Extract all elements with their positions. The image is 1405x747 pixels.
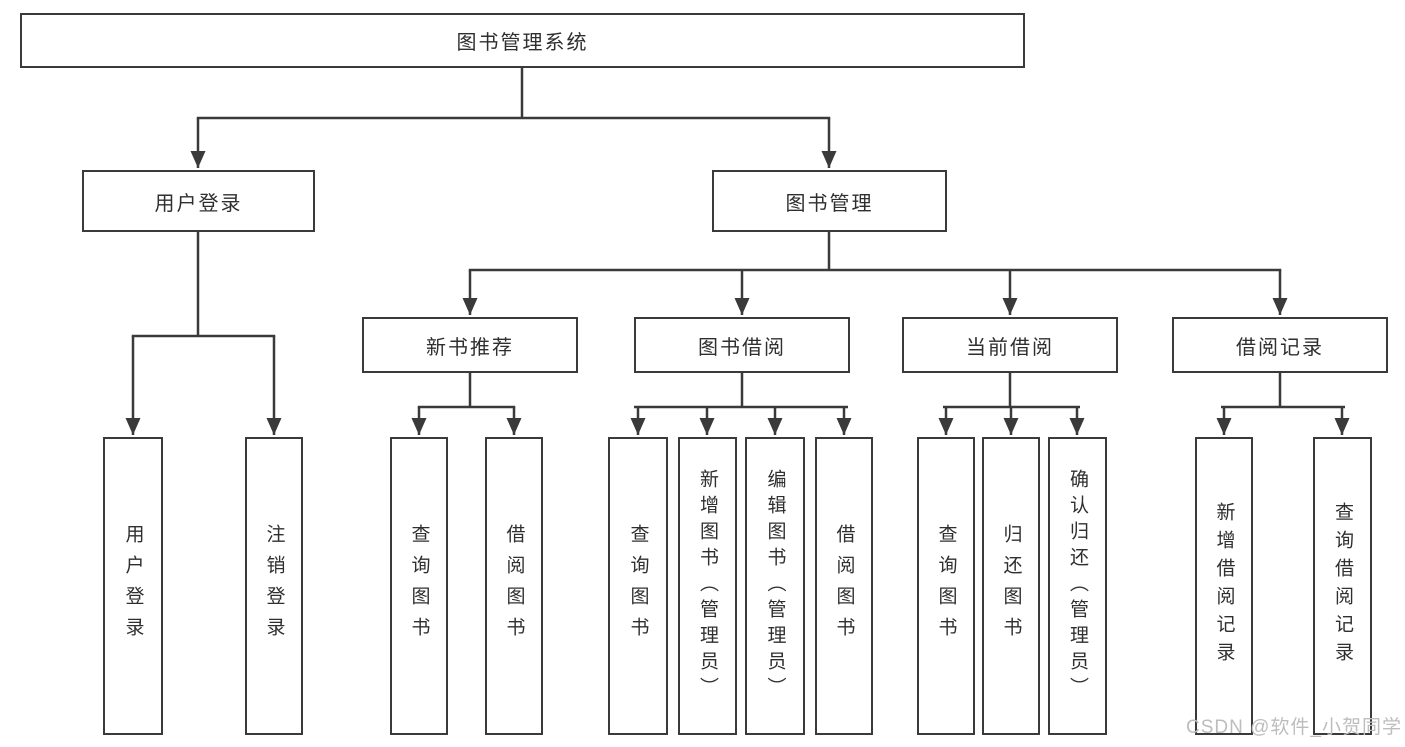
node-root-label: 图书管理系统 bbox=[456, 32, 589, 54]
node-root: 图书管理系统 bbox=[20, 13, 1025, 68]
node-new-book-recommend: 新书推荐 bbox=[362, 317, 578, 373]
leaf-current-query-books-label: 查询图书 bbox=[935, 524, 957, 648]
node-new-book-recommend-label: 新书推荐 bbox=[426, 336, 514, 359]
connector-recommend-split bbox=[417, 373, 516, 409]
leaf-records-query-record: 查询借阅记录 bbox=[1313, 437, 1372, 735]
connector-records-split bbox=[1221, 373, 1345, 409]
leaf-borrow-edit-books-admin-label: 编辑图书（管理员） bbox=[764, 469, 786, 703]
leaf-borrow-query-books-label: 查询图书 bbox=[627, 524, 649, 648]
leaf-current-query-books: 查询图书 bbox=[917, 437, 975, 735]
node-current-borrowing-label: 当前借阅 bbox=[966, 336, 1054, 359]
connector-user-login-split bbox=[131, 232, 276, 338]
leaf-borrow-query-books: 查询图书 bbox=[608, 437, 668, 735]
leaf-logout-label: 注销登录 bbox=[263, 524, 285, 648]
leaf-logout: 注销登录 bbox=[245, 437, 303, 735]
leaf-user-login: 用户登录 bbox=[103, 437, 163, 735]
leaf-recommend-query-books: 查询图书 bbox=[390, 437, 448, 735]
leaf-borrow-borrow-books: 借阅图书 bbox=[815, 437, 873, 735]
connector-root-split bbox=[196, 68, 831, 120]
node-book-borrowing: 图书借阅 bbox=[634, 317, 850, 373]
leaf-recommend-query-books-label: 查询图书 bbox=[408, 524, 430, 648]
node-borrowing-records: 借阅记录 bbox=[1172, 317, 1388, 373]
leaf-current-return-books-label: 归还图书 bbox=[1000, 524, 1022, 648]
node-user-login-group: 用户登录 bbox=[82, 170, 315, 232]
leaf-current-confirm-return-admin-label: 确认归还（管理员） bbox=[1067, 469, 1088, 703]
node-book-management-group: 图书管理 bbox=[712, 170, 947, 232]
leaf-borrow-borrow-books-label: 借阅图书 bbox=[833, 524, 855, 648]
leaf-current-return-books: 归还图书 bbox=[982, 437, 1040, 735]
node-current-borrowing: 当前借阅 bbox=[902, 317, 1118, 373]
leaf-borrow-add-books-admin-label: 新增图书（管理员） bbox=[697, 469, 718, 703]
leaf-recommend-borrow-books: 借阅图书 bbox=[485, 437, 543, 735]
node-book-management-group-label: 图书管理 bbox=[785, 192, 874, 215]
leaf-borrow-add-books-admin: 新增图书（管理员） bbox=[678, 437, 737, 735]
node-borrowing-records-label: 借阅记录 bbox=[1236, 336, 1324, 359]
node-book-borrowing-label: 图书借阅 bbox=[698, 336, 786, 359]
leaf-current-confirm-return-admin: 确认归还（管理员） bbox=[1048, 437, 1107, 735]
connector-book-management-split bbox=[468, 232, 1282, 272]
leaf-records-add-record-label: 新增借阅记录 bbox=[1213, 502, 1235, 670]
connector-borrowing-split bbox=[634, 373, 848, 409]
leaf-records-query-record-label: 查询借阅记录 bbox=[1332, 502, 1353, 670]
leaf-borrow-edit-books-admin: 编辑图书（管理员） bbox=[745, 437, 805, 735]
leaf-records-add-record: 新增借阅记录 bbox=[1195, 437, 1253, 735]
leaf-recommend-borrow-books-label: 借阅图书 bbox=[503, 524, 525, 648]
watermark: CSDN @软件_小贺同学 bbox=[1186, 717, 1402, 738]
node-user-login-group-label: 用户登录 bbox=[154, 192, 243, 215]
connector-current-split bbox=[943, 373, 1080, 409]
leaf-user-login-label: 用户登录 bbox=[122, 524, 144, 648]
